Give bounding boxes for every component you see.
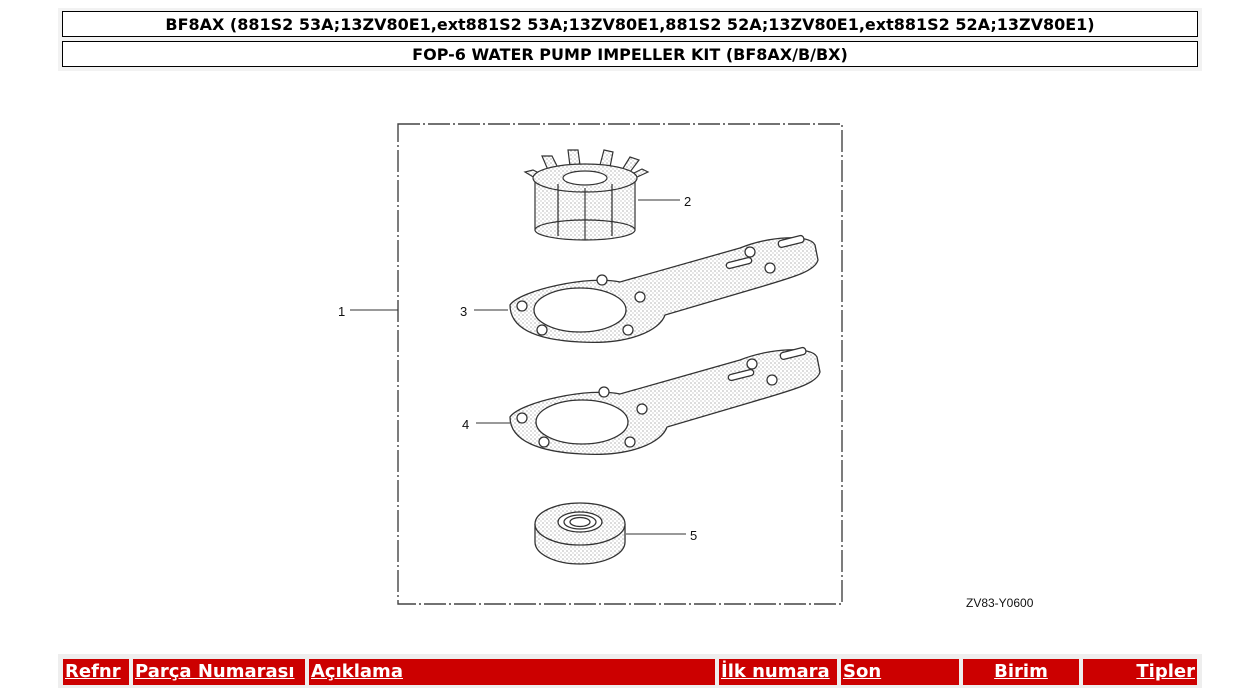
kit-frame [397, 123, 843, 605]
callout-2: 2 [684, 194, 691, 209]
callout-4: 4 [462, 417, 469, 432]
gasket-lower [509, 346, 821, 456]
col-first-number-link[interactable]: İlk numara [718, 658, 838, 686]
drawing-code: ZV83-Y0600 [966, 596, 1034, 610]
col-description-link[interactable]: Açıklama [308, 658, 716, 686]
col-last-link[interactable]: Son [840, 658, 960, 686]
callout-3: 3 [460, 304, 467, 319]
col-ref-link[interactable]: Refnr [62, 658, 130, 686]
kit-title: FOP-6 WATER PUMP IMPELLER KIT (BF8AX/B/B… [62, 41, 1198, 67]
callout-1: 1 [338, 304, 345, 319]
oil-seal [534, 502, 626, 565]
impeller [523, 149, 650, 241]
model-title: BF8AX (881S2 53A;13ZV80E1,ext881S2 53A;1… [62, 11, 1198, 37]
col-part-number-link[interactable]: Parça Numarası [132, 658, 306, 686]
parts-diagram: 1 2 [330, 110, 1060, 620]
callout-5: 5 [690, 528, 697, 543]
col-types-link[interactable]: Tipler [1082, 658, 1198, 686]
parts-table-header: Refnr Parça Numarası Açıklama İlk numara… [58, 654, 1202, 688]
col-unit-link[interactable]: Birim [962, 658, 1080, 686]
title-block: BF8AX (881S2 53A;13ZV80E1,ext881S2 53A;1… [58, 8, 1202, 71]
gasket-upper [509, 234, 819, 344]
